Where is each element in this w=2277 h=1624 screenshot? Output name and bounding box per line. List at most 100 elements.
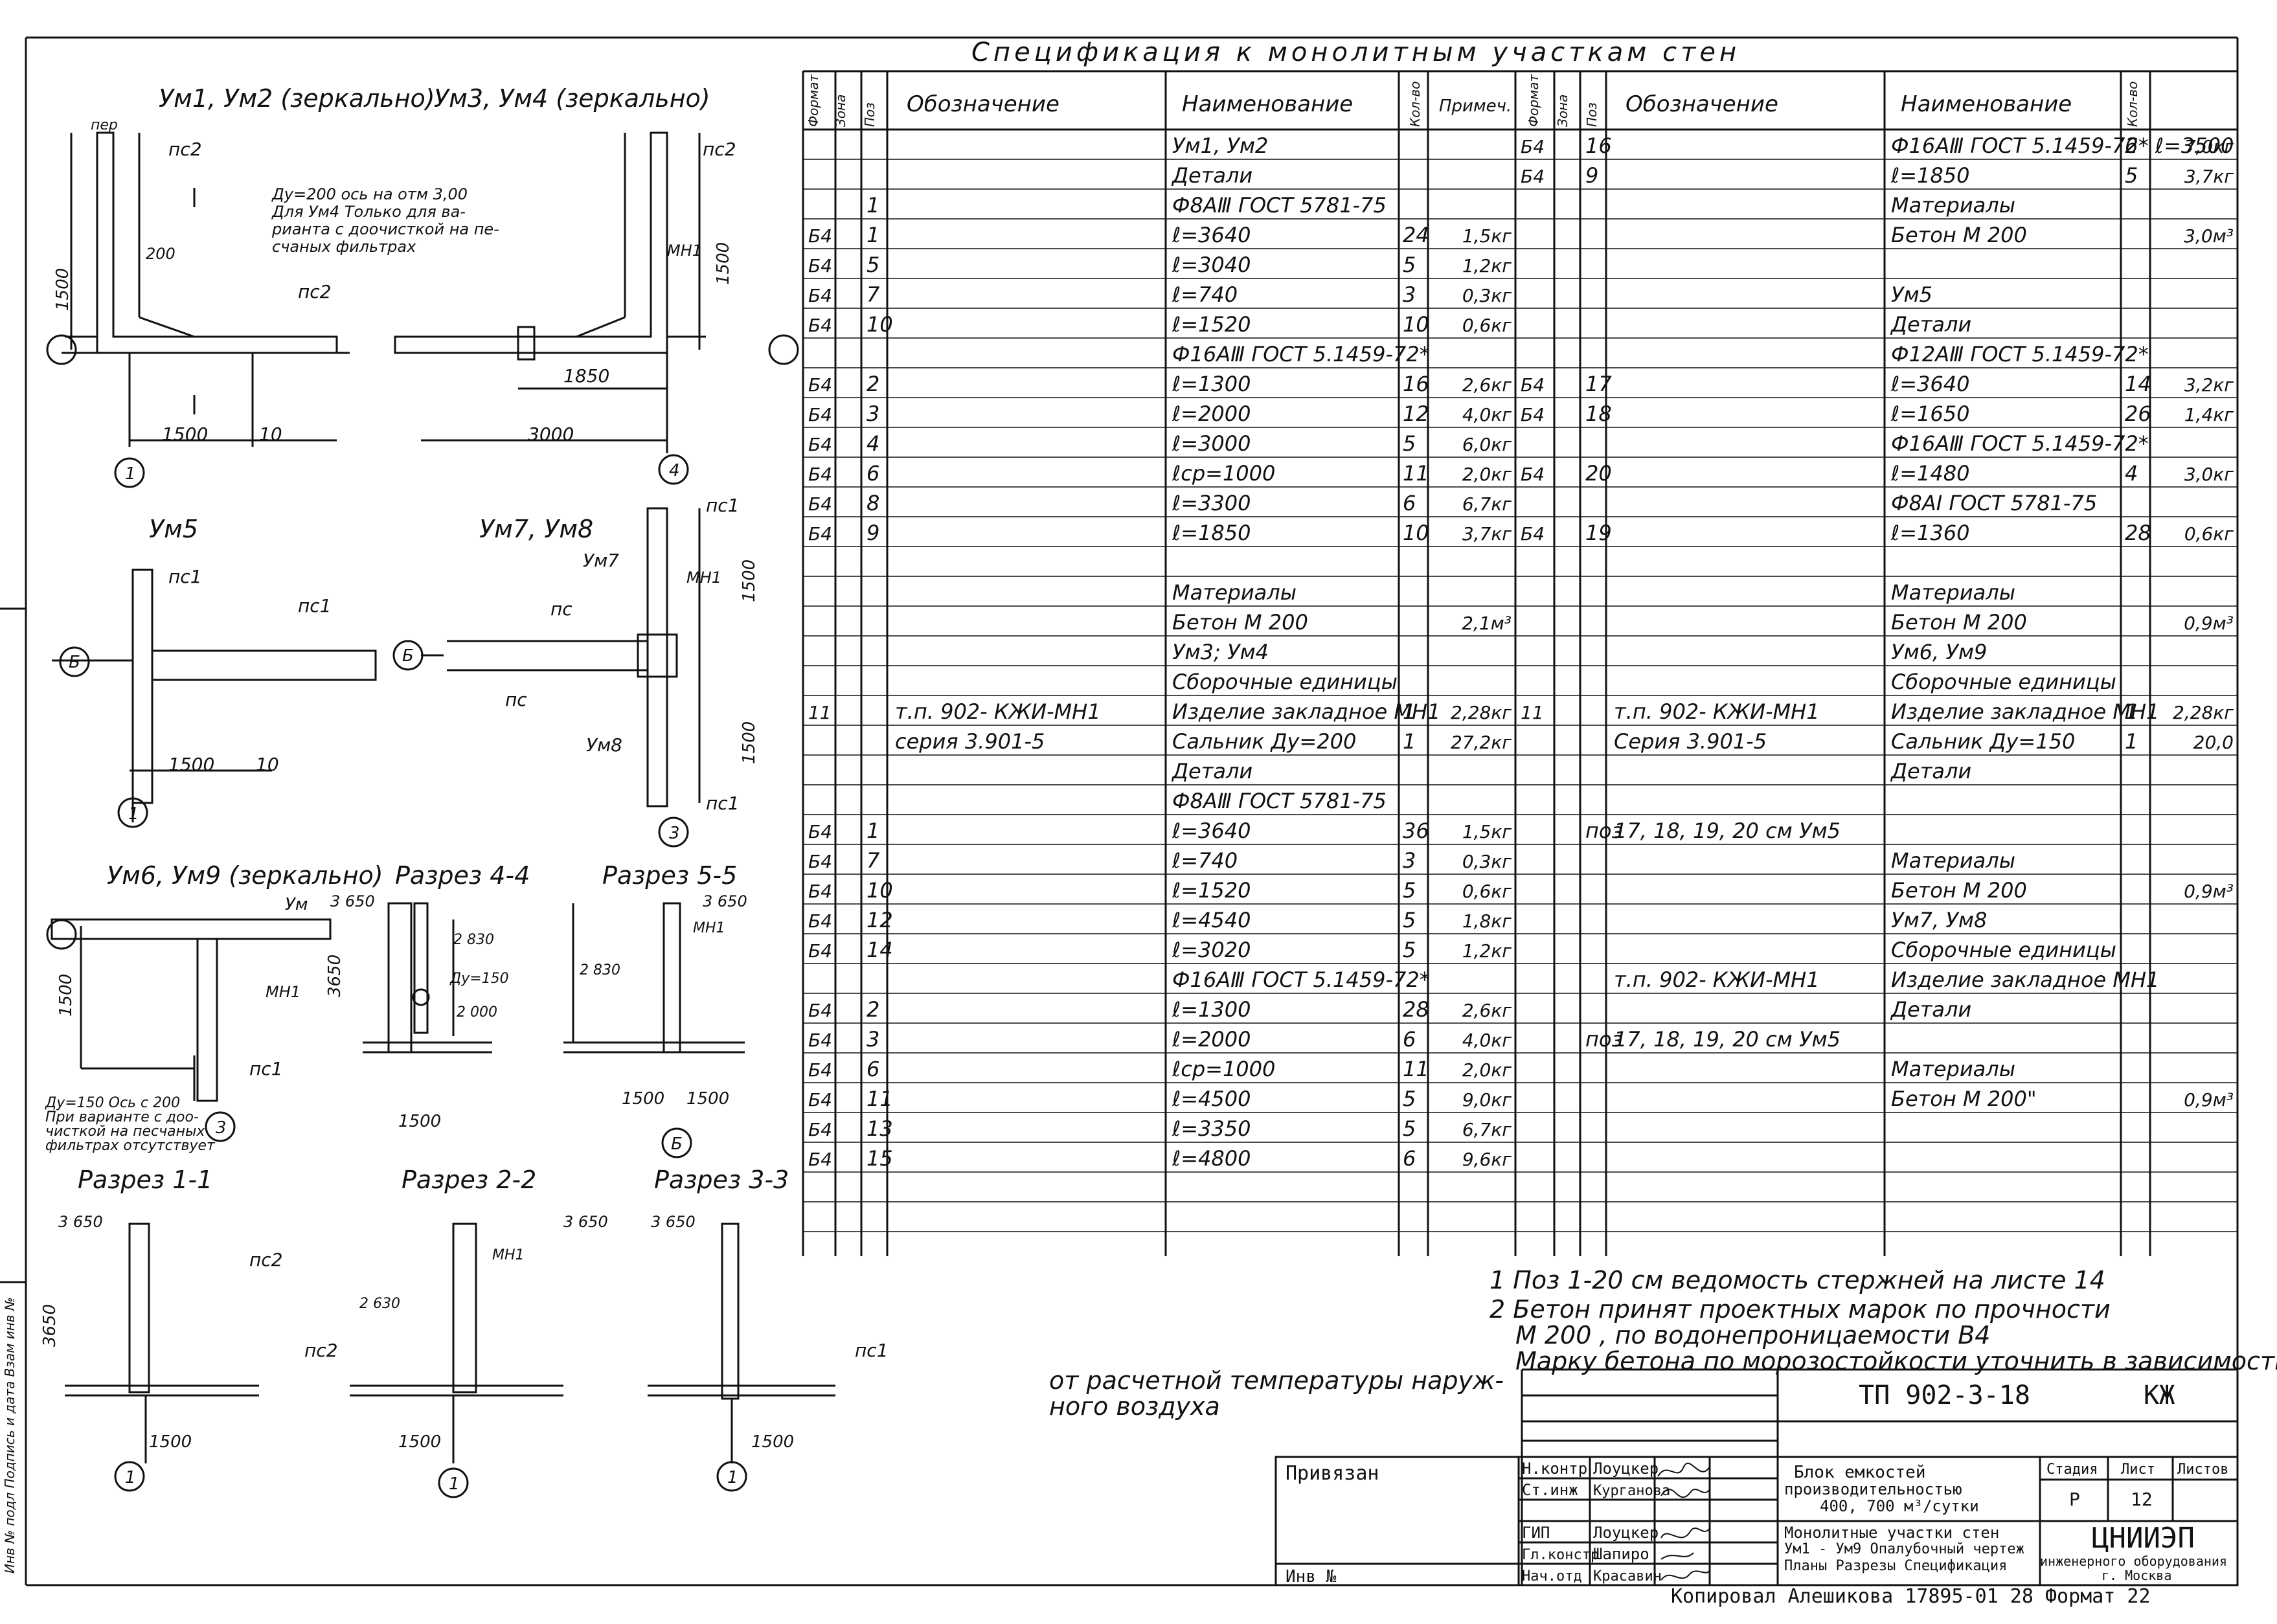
- org-sub-2: г. Москва: [2101, 1568, 2171, 1583]
- cell-note: 3,2кг: [2184, 374, 2234, 396]
- label-2000-s44: 2 000: [457, 1004, 497, 1021]
- role-6: Нач.отд: [1522, 1568, 1582, 1585]
- cell-quantity: 36: [1403, 818, 1429, 843]
- cell-position: 1: [867, 818, 879, 843]
- cell-name: ℓ=3300: [1172, 491, 1251, 515]
- cell-position: 11: [867, 1087, 893, 1111]
- label-1500-s55: 1500: [622, 1089, 664, 1109]
- title2-line-1: Монолитные участки стен: [1784, 1524, 1999, 1542]
- label-1500-v1: 1500: [162, 423, 208, 445]
- cell-name: ℓ=1520: [1172, 312, 1251, 337]
- label-1500-vert-v5: 1500: [56, 974, 76, 1017]
- section-2-2: [350, 1223, 563, 1498]
- label-3650-s22: 3 650: [563, 1213, 608, 1231]
- cell-note: 9,6кг: [1462, 1149, 1512, 1170]
- cell-position: 7: [867, 282, 880, 307]
- cell-quantity: 11: [1403, 1057, 1429, 1081]
- label-1500-vert-v1: 1500: [53, 268, 73, 311]
- cell-position: 18: [1585, 401, 1612, 426]
- cell-position: 13: [867, 1116, 893, 1141]
- table-row: Ф8АⅠ ГОСТ 5781-75: [1891, 491, 2097, 515]
- cell-name: Материалы: [1891, 1057, 2015, 1081]
- label-mn1-v5: МН1: [266, 983, 300, 1001]
- table-row: Ф16АⅢ ГОСТ 5.1459-72*: [1172, 342, 1430, 367]
- note-line-1: 1 Поз 1-20 см ведомость стержней на лист…: [1490, 1266, 2105, 1294]
- axis-label-3-v5: 3: [216, 1118, 227, 1138]
- cell-note: 20,0: [2193, 732, 2234, 753]
- label-ps1-v4b: пс1: [706, 793, 740, 814]
- label-um-v5: Ум: [285, 895, 308, 914]
- header-designation-left: Обозначение: [907, 91, 1059, 117]
- cell-designation: т.п. 902- КЖИ-МН1: [895, 699, 1101, 724]
- cell-name: Сальник Ду=150: [1891, 729, 2075, 754]
- cell-position: 20: [1585, 461, 1612, 486]
- cell-format: Б4: [808, 851, 832, 872]
- view-um5: [52, 569, 377, 828]
- cell-position: 7: [867, 848, 880, 873]
- cell-name: Материалы: [1172, 580, 1297, 605]
- cell-format: Б4: [808, 404, 832, 425]
- cell-name: Сборочные единицы: [1891, 938, 2116, 962]
- table-row: Ф16АⅢ ГОСТ 5.1459-72*: [1172, 967, 1430, 992]
- cell-format: Б4: [808, 493, 832, 515]
- label-um7: Ум7: [583, 550, 619, 571]
- view-um3-um4-note-4: счаных фильтрах: [272, 238, 416, 256]
- role-2: Ст.инж: [1522, 1481, 1578, 1499]
- label-ps2-v2: пс2: [703, 139, 736, 160]
- view-um6-um9-title: Ум6, Ум9 (зеркально): [107, 861, 383, 890]
- view-um6-um9-note-2: При варианте с доо-: [45, 1109, 199, 1125]
- signature-2: [1660, 1489, 1710, 1498]
- axis-label-1-v1: 1: [125, 464, 136, 484]
- label-3650-vert-s44: 3650: [325, 954, 345, 997]
- cell-name: ℓ=3640: [1172, 223, 1251, 247]
- bottom-line: Копировал Алешикова 17895-01 28 Формат 2…: [1671, 1585, 2151, 1608]
- cell-designation: 17, 18, 19, 20 см Ум5: [1614, 818, 1841, 843]
- cell-format: Б4: [808, 1149, 832, 1170]
- cell-note: 9,0кг: [1462, 1089, 1512, 1111]
- cell-position: 2: [867, 997, 879, 1022]
- spec-header: Формат Зона Поз Обозначение Наименование…: [806, 74, 2140, 127]
- cell-format: Б4: [808, 1059, 832, 1081]
- label-1500-s55b: 1500: [686, 1089, 729, 1109]
- cell-format: Б4: [808, 821, 832, 842]
- table-row: Сборочные единицы: [1172, 670, 1398, 694]
- cell-name: Изделие закладное МН1: [1172, 699, 1440, 724]
- cell-name: Бетон М 200: [1891, 223, 2027, 247]
- label-2830-s55: 2 830: [580, 962, 620, 978]
- signature-4: [1660, 1552, 1694, 1560]
- note-line-3: М 200 , по водонепроницаемости В4: [1515, 1321, 1990, 1349]
- table-row: Ум7, Ум8: [1891, 908, 1987, 932]
- table-row: Ф16АⅢ ГОСТ 5.1459-72*: [1891, 431, 2149, 456]
- cell-position: 10: [867, 878, 893, 903]
- cell-name: ℓ=4500: [1172, 1087, 1251, 1111]
- title1-line-3: 400, 700 м³/сутки: [1820, 1497, 1979, 1515]
- label-1850: 1850: [563, 365, 609, 387]
- table-row: Материалы: [1891, 1057, 2015, 1081]
- sheets-header: Листов: [2177, 1461, 2228, 1478]
- label-mn1-v4: МН1: [686, 569, 721, 587]
- section-3-3: [648, 1223, 835, 1492]
- cell-quantity: 10: [1403, 521, 1429, 545]
- label-3650-s44: 3 650: [330, 892, 375, 910]
- cell-format: Б4: [808, 940, 832, 962]
- sheet-header: Лист: [2121, 1461, 2155, 1478]
- cell-name: Ф8АⅠ ГОСТ 5781-75: [1891, 491, 2097, 515]
- cell-format: Б4: [808, 1119, 832, 1140]
- cell-quantity: 10: [1403, 312, 1429, 337]
- cell-position: 10: [867, 312, 893, 337]
- table-row: Детали: [1890, 312, 1971, 337]
- cell-position: 3: [867, 1027, 879, 1052]
- cell-name: Детали: [1890, 312, 1971, 337]
- cell-note: 7,0кг: [2184, 136, 2234, 157]
